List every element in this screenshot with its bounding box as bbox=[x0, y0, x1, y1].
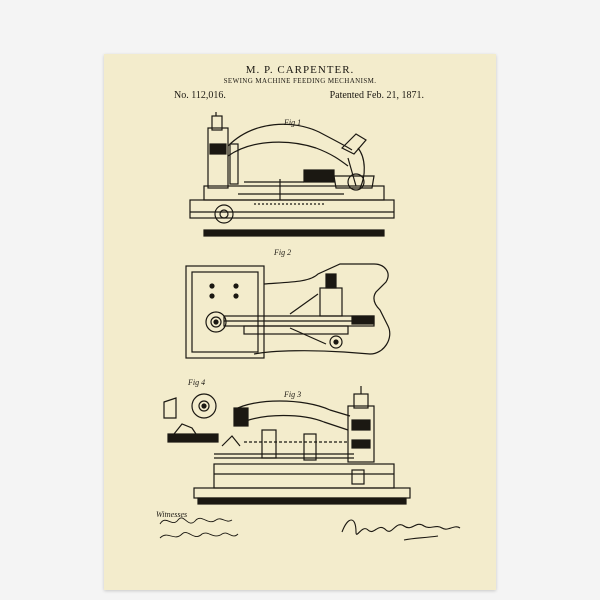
witnesses-label: Witnesses bbox=[156, 510, 188, 519]
inventor-name: M. P. CARPENTER. bbox=[245, 64, 355, 76]
patent-poster: M. P. CARPENTER. SEWING MACHINE FEEDING … bbox=[104, 54, 496, 590]
inventor-signature bbox=[341, 519, 461, 541]
patent-title: SEWING MACHINE FEEDING MECHANISM. bbox=[223, 77, 377, 85]
fig1-label: Fig 1 bbox=[284, 118, 302, 127]
fig3-label: Fig 3 bbox=[284, 390, 302, 399]
fig1-drawing bbox=[189, 112, 395, 237]
patent-drawings bbox=[159, 112, 461, 541]
fig4-label: Fig 4 bbox=[188, 378, 206, 387]
patent-date: Patented Feb. 21, 1871. bbox=[329, 90, 424, 101]
fig4-drawing bbox=[163, 393, 219, 443]
fig2-drawing bbox=[185, 263, 391, 359]
fig2-label: Fig 2 bbox=[274, 248, 292, 257]
fig3-drawing bbox=[193, 386, 411, 505]
patent-header: M. P. CARPENTER. SEWING MACHINE FEEDING … bbox=[104, 64, 496, 85]
patent-number: No. 112,016. bbox=[174, 90, 226, 101]
witness-signatures bbox=[159, 517, 239, 539]
